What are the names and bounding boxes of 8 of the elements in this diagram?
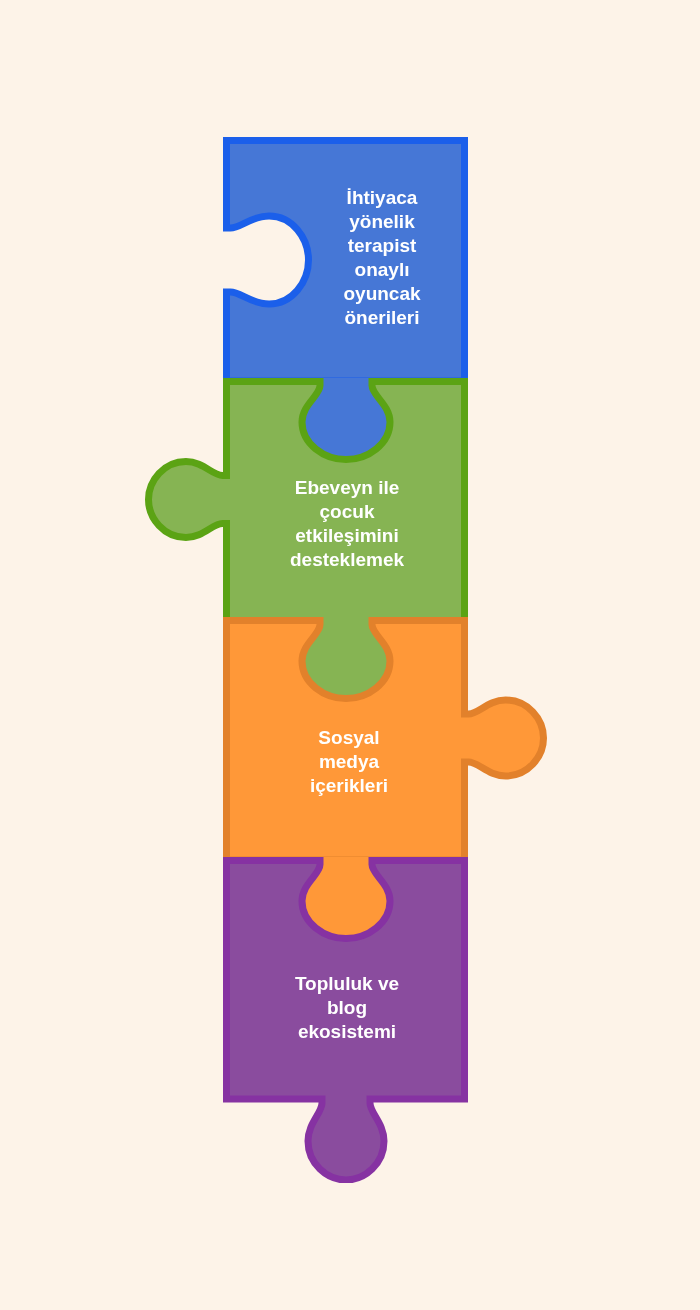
piece-label: Ebeveyn ile çocuk etkileşimini desteklemek — [288, 476, 406, 572]
puzzle-piece — [145, 377, 468, 617]
piece-label: Topluluk ve blog ekosistemi — [293, 972, 401, 1044]
piece-label: Sosyal medya içerikleri — [308, 726, 390, 798]
puzzle-piece — [223, 617, 547, 857]
puzzle-piece — [223, 856, 468, 1183]
puzzle-piece — [223, 137, 468, 378]
piece-label: İhtiyaca yönelik terapist onaylı oyuncak önerileri — [342, 186, 422, 330]
